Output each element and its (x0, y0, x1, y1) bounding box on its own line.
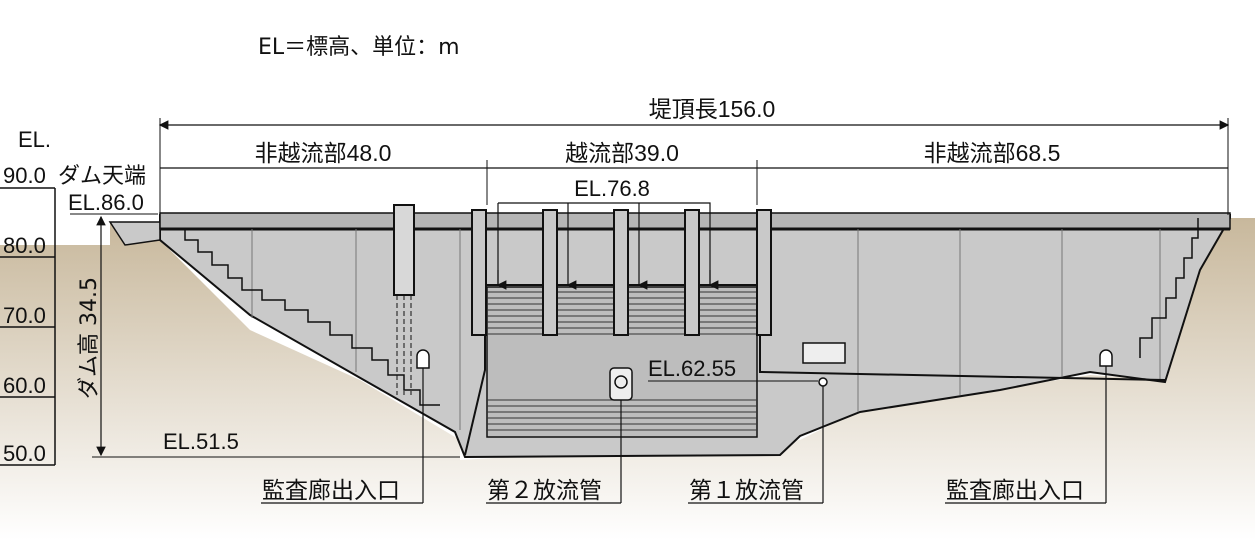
dam-crest-label: ダム天端 (58, 164, 146, 189)
scale-tick-80: 80.0 (3, 233, 46, 258)
ground-left (0, 222, 460, 540)
scale-tick-60: 60.0 (3, 373, 46, 398)
pier-2 (542, 209, 558, 336)
intake-tower (393, 204, 415, 296)
left-abutment (108, 221, 161, 246)
callout-inspection-right: 監査廊出入口 (946, 478, 1084, 504)
callout-outlet-1: 第１放流管 (689, 478, 804, 504)
right-stairs (1139, 218, 1199, 358)
section-middle-label: 越流部39.0 (565, 140, 679, 166)
callout-inspection-left: 監査廊出入口 (262, 478, 400, 504)
section-left-label: 非越流部48.0 (255, 140, 392, 166)
crest-length-label: 堤頂長156.0 (649, 96, 776, 122)
gallery-entrance-left (416, 349, 430, 369)
el-outlet-label: EL.62.55 (648, 356, 736, 381)
pier-4 (684, 209, 700, 336)
el-crest-label: EL.86.0 (68, 190, 144, 215)
callout-outlet-2: 第２放流管 (487, 478, 602, 504)
valve-house (802, 342, 846, 364)
el-spillway-label: EL.76.8 (574, 176, 650, 201)
legend-note: EL＝標高、単位：m (258, 35, 460, 60)
section-right-label: 非越流部68.5 (924, 140, 1061, 166)
spillway-piers (471, 209, 772, 336)
el-top-value: 90.0 (3, 163, 46, 188)
outlet-2-valve (609, 367, 633, 401)
scale-tick-50: 50.0 (3, 441, 46, 466)
pier-5 (756, 209, 772, 336)
gallery-entrance-right (1099, 349, 1113, 367)
el-base-label: EL.51.5 (163, 429, 239, 454)
pier-3 (613, 209, 629, 336)
outlet-1 (818, 377, 828, 387)
left-stairs (184, 230, 440, 406)
ground-right (460, 218, 1255, 540)
scale-tick-70: 70.0 (3, 303, 46, 328)
el-top-label: EL. (18, 127, 51, 152)
pier-1 (471, 209, 487, 336)
dam-height-label: ダム高 34.5 (77, 277, 102, 399)
